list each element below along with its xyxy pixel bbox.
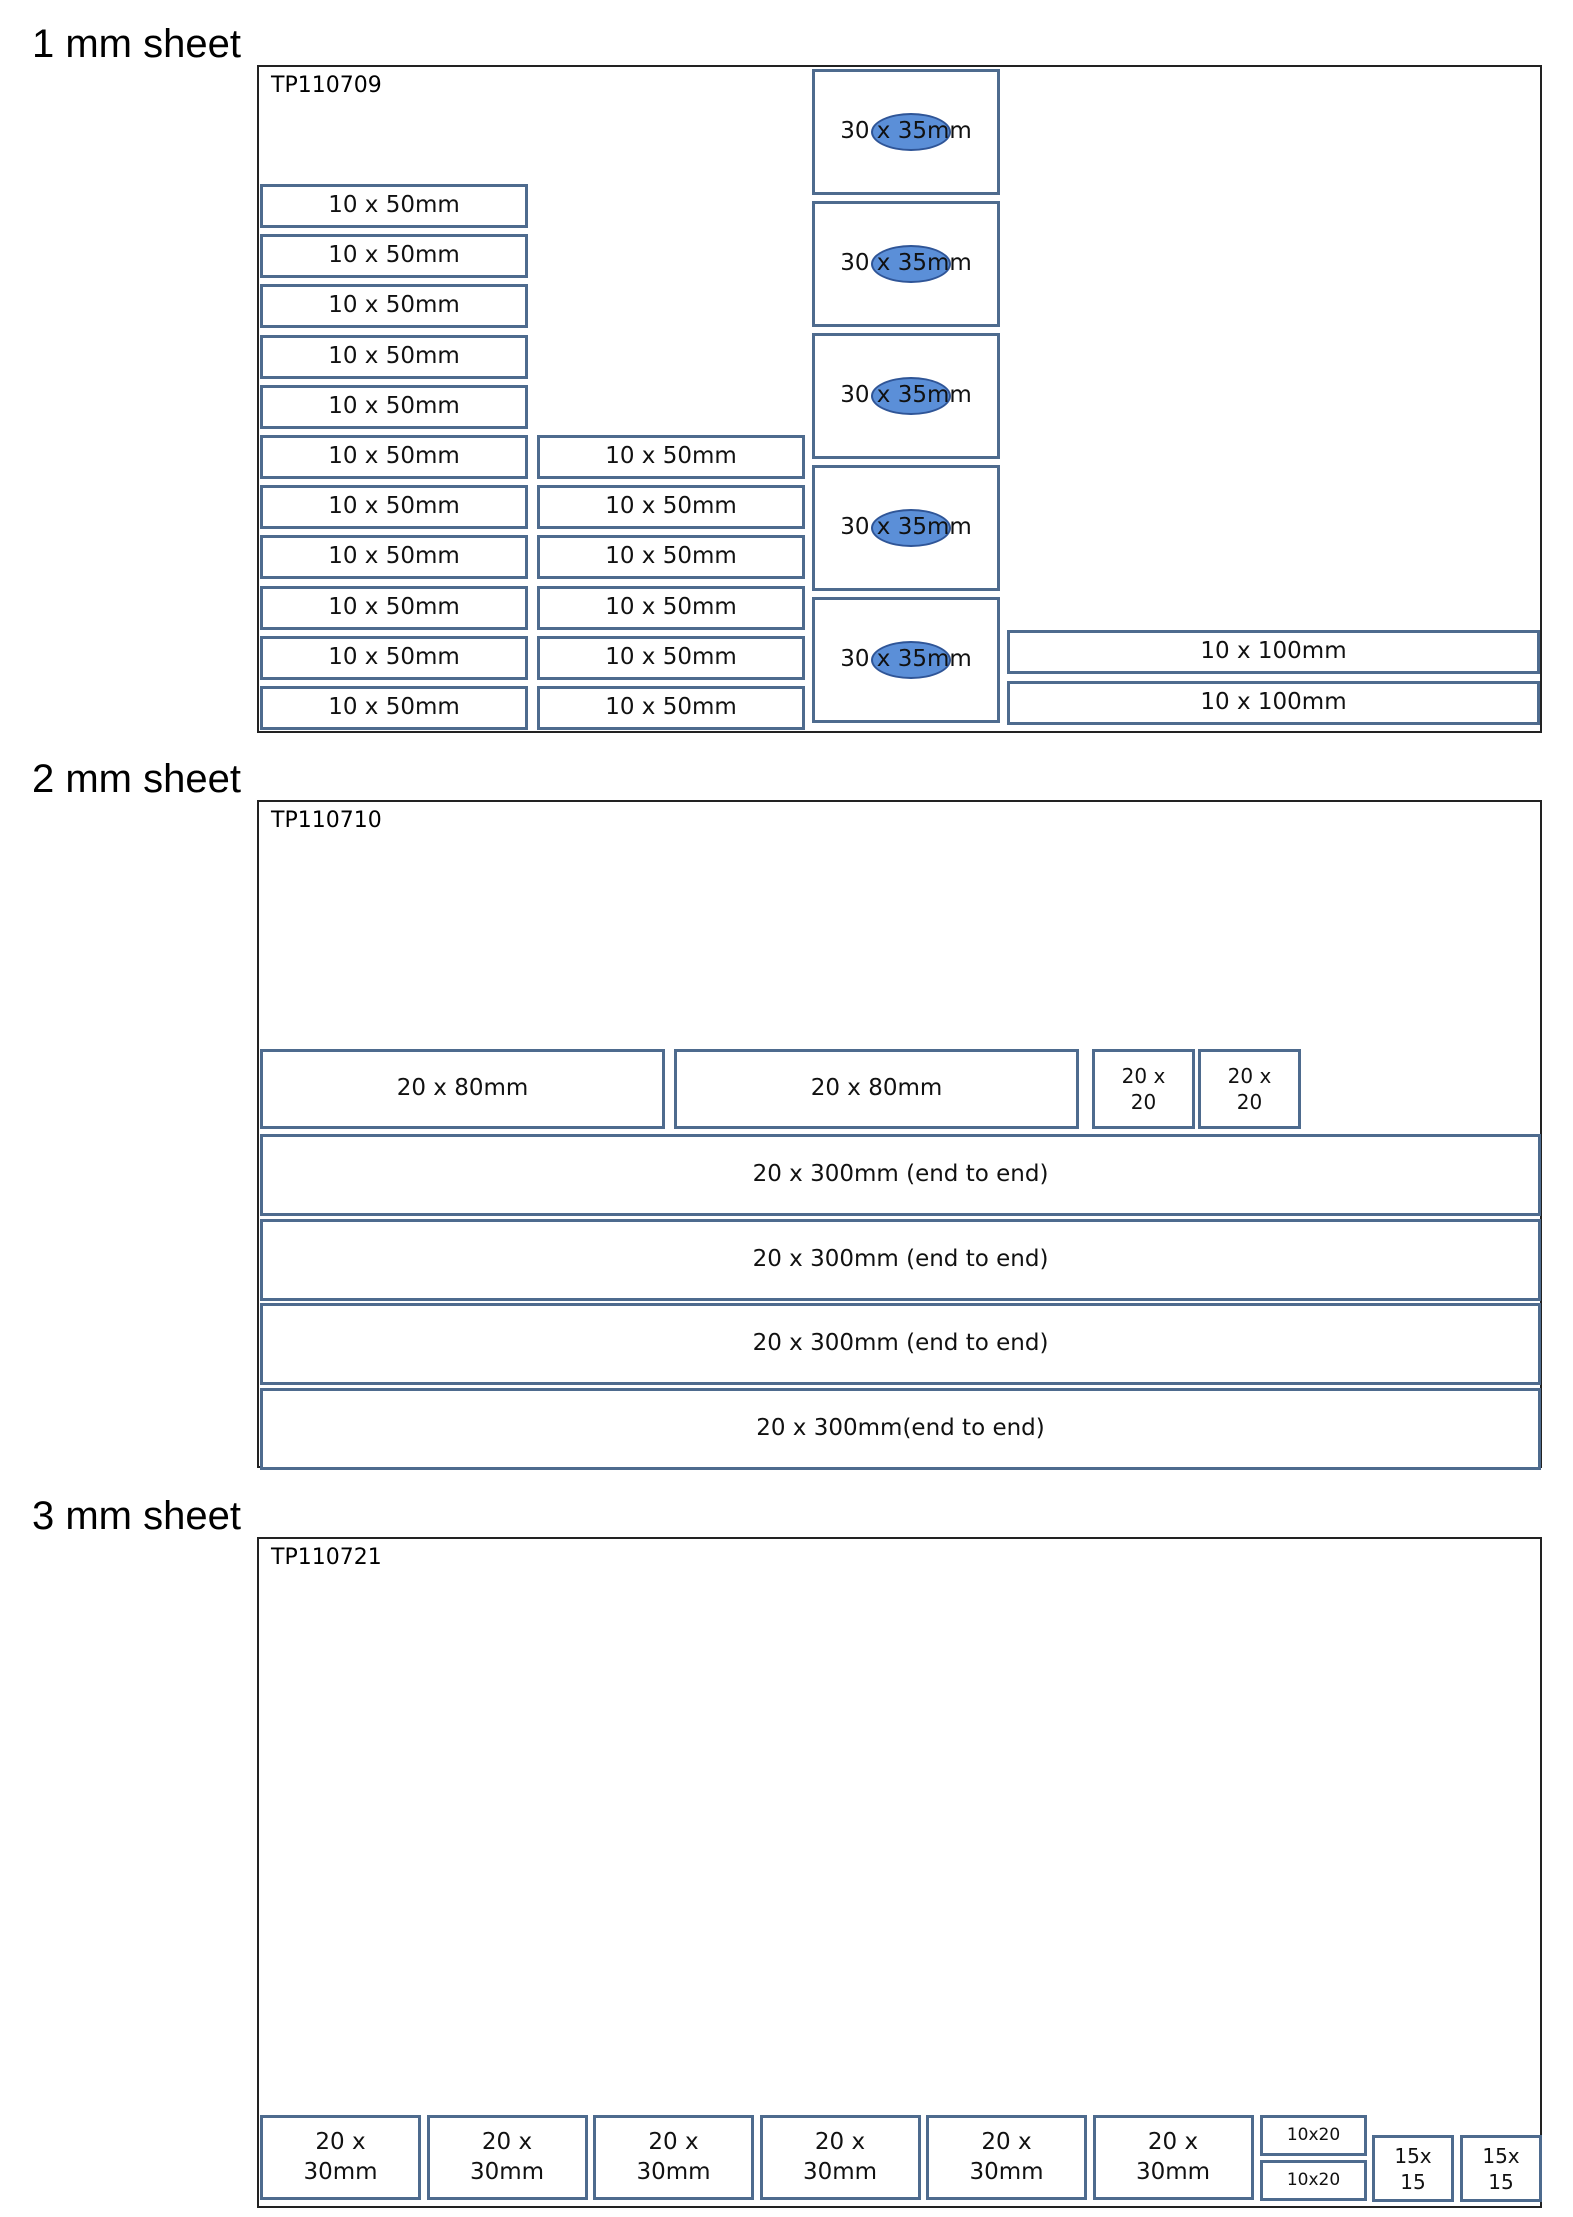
piece-label: 10 x 50mm bbox=[328, 593, 460, 620]
cut-piece: 10 x 50mm bbox=[537, 435, 805, 479]
cut-piece: 20 x 20 bbox=[1092, 1049, 1195, 1129]
piece-label: 15x 15 bbox=[1394, 2143, 1432, 2194]
piece-label: 10 x 50mm bbox=[328, 342, 460, 369]
piece-label: 10 x 50mm bbox=[605, 593, 737, 620]
marker-dot bbox=[871, 245, 951, 283]
cut-piece: 10 x 50mm bbox=[537, 535, 805, 580]
cut-piece: 30 x 35mm bbox=[812, 333, 1000, 459]
piece-label: 10 x 50mm bbox=[328, 192, 460, 219]
piece-label: 10 x 50mm bbox=[605, 493, 737, 520]
piece-label: 30 x 35mm bbox=[840, 118, 972, 145]
cut-piece: 30 x 35mm bbox=[812, 201, 1000, 327]
cut-piece: 20 x 30mm bbox=[426, 2115, 588, 2200]
cut-piece: 20 x 30mm bbox=[759, 2115, 921, 2200]
piece-label: 10 x 50mm bbox=[328, 694, 460, 721]
cut-piece: 10x20 bbox=[1260, 2115, 1367, 2156]
sheet-id: TP110710 bbox=[271, 808, 382, 833]
marker-dot bbox=[871, 509, 951, 547]
sheet-title-2mm: 2 mm sheet bbox=[32, 757, 241, 801]
cut-piece: 10 x 50mm bbox=[260, 234, 528, 279]
cut-piece: 10 x 50mm bbox=[260, 686, 528, 730]
piece-label: 20 x 300mm (end to end) bbox=[752, 1330, 1049, 1357]
piece-label: 20 x 300mm (end to end) bbox=[752, 1245, 1049, 1272]
marker-dot bbox=[871, 377, 951, 415]
sheet-id: TP110709 bbox=[271, 73, 382, 98]
cut-piece: 20 x 300mm (end to end) bbox=[260, 1218, 1541, 1301]
cut-piece: 20 x 20 bbox=[1198, 1049, 1301, 1129]
piece-label: 10x20 bbox=[1286, 2125, 1341, 2146]
piece-label: 20 x 20 bbox=[1121, 1064, 1166, 1114]
piece-label: 10 x 50mm bbox=[605, 443, 737, 470]
piece-label: 10 x 50mm bbox=[605, 543, 737, 570]
piece-label: 20 x 80mm bbox=[396, 1075, 529, 1102]
cut-piece: 10 x 100mm bbox=[1007, 630, 1540, 674]
cut-piece: 10 x 50mm bbox=[260, 284, 528, 329]
cut-piece: 10 x 50mm bbox=[537, 585, 805, 630]
cut-piece: 20 x 300mm (end to end) bbox=[260, 1303, 1541, 1385]
piece-label: 10 x 100mm bbox=[1200, 689, 1347, 716]
cut-piece: 10 x 50mm bbox=[260, 485, 528, 530]
piece-label: 10 x 50mm bbox=[605, 643, 737, 670]
cut-piece: 30 x 35mm bbox=[812, 597, 1000, 723]
cut-piece: 20 x 80mm bbox=[260, 1049, 665, 1129]
piece-label: 30 x 35mm bbox=[840, 382, 972, 409]
sheet-title-3mm: 3 mm sheet bbox=[32, 1494, 241, 1538]
cut-piece: 10 x 50mm bbox=[537, 635, 805, 680]
cut-piece: 15x 15 bbox=[1372, 2135, 1454, 2202]
cut-piece: 20 x 300mm(end to end) bbox=[260, 1387, 1541, 1470]
piece-label: 10 x 50mm bbox=[328, 392, 460, 419]
piece-label: 20 x 30mm bbox=[636, 2128, 711, 2185]
piece-label: 10 x 100mm bbox=[1200, 638, 1347, 665]
piece-label: 20 x 80mm bbox=[810, 1075, 943, 1102]
cut-piece: 10 x 50mm bbox=[537, 686, 805, 730]
sheet-1mm: TP110709 10 x 50mm 10 x 50mm 10 x 50mm 10 x… bbox=[257, 65, 1542, 733]
piece-label: 10 x 50mm bbox=[328, 493, 460, 520]
piece-label: 10 x 50mm bbox=[328, 643, 460, 670]
sheet-title-1mm: 1 mm sheet bbox=[32, 22, 241, 66]
piece-label: 20 x 300mm(end to end) bbox=[756, 1414, 1045, 1441]
piece-label: 20 x 30mm bbox=[1135, 2128, 1211, 2185]
piece-label: 30 x 35mm bbox=[840, 514, 972, 541]
cut-piece: 30 x 35mm bbox=[812, 465, 1000, 591]
cut-piece: 20 x 30mm bbox=[593, 2115, 754, 2200]
cut-piece: 10 x 100mm bbox=[1007, 681, 1540, 725]
piece-label: 20 x 20 bbox=[1227, 1064, 1272, 1114]
piece-label: 20 x 30mm bbox=[802, 2128, 878, 2185]
piece-label: 10 x 50mm bbox=[328, 292, 460, 319]
sheet-id: TP110721 bbox=[271, 1545, 382, 1570]
piece-label: 20 x 300mm (end to end) bbox=[752, 1161, 1049, 1188]
piece-label: 15x 15 bbox=[1482, 2143, 1520, 2194]
cut-piece: 20 x 80mm bbox=[674, 1049, 1079, 1129]
piece-label: 10 x 50mm bbox=[605, 694, 737, 721]
cut-piece: 20 x 300mm (end to end) bbox=[260, 1134, 1541, 1216]
piece-label: 30 x 35mm bbox=[840, 250, 972, 277]
cut-piece: 20 x 30mm bbox=[260, 2115, 421, 2200]
cut-piece: 10 x 50mm bbox=[260, 384, 528, 429]
cut-piece: 15x 15 bbox=[1460, 2135, 1542, 2202]
cut-piece: 20 x 30mm bbox=[926, 2115, 1087, 2200]
sheet-2mm: TP110710 20 x 80mm 20 x 80mm 20 x 20 20 x 2… bbox=[257, 800, 1542, 1470]
cut-piece: 10x20 bbox=[1260, 2160, 1367, 2201]
cut-piece: 20 x 30mm bbox=[1092, 2115, 1254, 2200]
piece-label: 20 x 30mm bbox=[303, 2128, 378, 2185]
cut-piece: 10 x 50mm bbox=[260, 535, 528, 580]
piece-label: 30 x 35mm bbox=[840, 646, 972, 673]
sheet-3mm: TP110721 20 x 30mm 20 x 30mm 20 x 30mm 20 x… bbox=[257, 1537, 1542, 2208]
cut-piece: 10 x 50mm bbox=[537, 485, 805, 530]
piece-label: 10 x 50mm bbox=[328, 543, 460, 570]
marker-dot bbox=[871, 641, 951, 679]
piece-label: 10 x 50mm bbox=[328, 242, 460, 269]
cut-piece: 30 x 35mm bbox=[812, 69, 1000, 195]
cut-piece: 10 x 50mm bbox=[260, 435, 528, 479]
cut-piece: 10 x 50mm bbox=[260, 334, 528, 379]
cut-piece: 10 x 50mm bbox=[260, 585, 528, 630]
piece-label: 20 x 30mm bbox=[469, 2128, 545, 2185]
marker-dot bbox=[871, 113, 951, 151]
cut-piece: 10 x 50mm bbox=[260, 635, 528, 680]
cut-piece: 10 x 50mm bbox=[260, 184, 528, 228]
piece-label: 10 x 50mm bbox=[328, 443, 460, 470]
piece-label: 10x20 bbox=[1286, 2170, 1341, 2191]
piece-label: 20 x 30mm bbox=[969, 2128, 1044, 2185]
